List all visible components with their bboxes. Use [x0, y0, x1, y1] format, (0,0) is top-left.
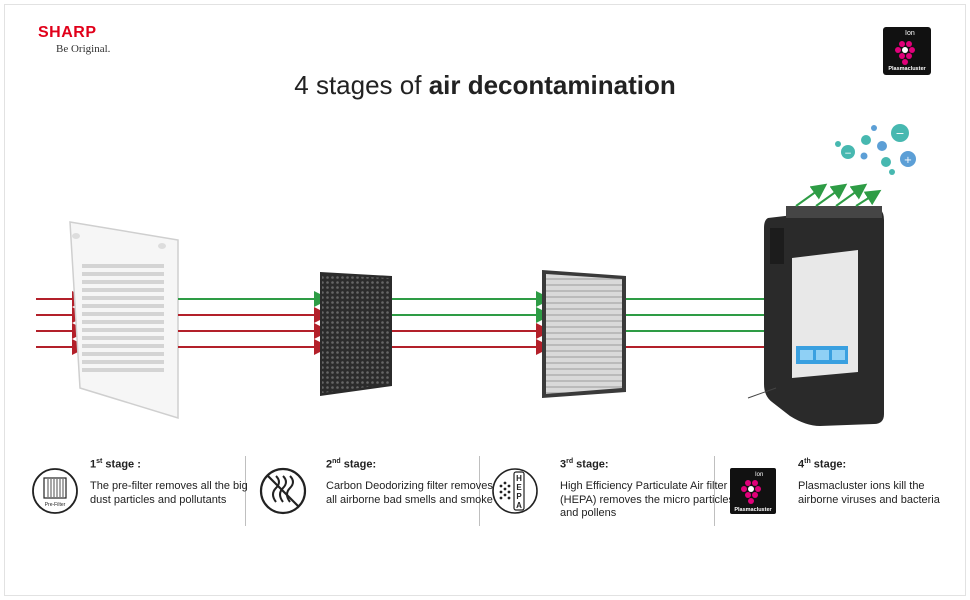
plasmacluster-icon: Ion Plasmacluster [728, 466, 778, 516]
sharp-logo: SHARP [38, 24, 110, 42]
pre-filter-icon-label: Pre-Filter [45, 502, 66, 508]
stage1-arrows [178, 299, 326, 347]
stage-2-description: Carbon Deodorizing filter removes all ai… [326, 480, 496, 507]
clean-air-arrows [796, 186, 878, 206]
stage-3-description: High Efficiency Particulate Air filter (… [560, 480, 740, 521]
title-light: 4 stages of [294, 70, 428, 100]
stage-2-suffix: nd [332, 458, 341, 465]
stage-1-description: The pre-filter removes all the big dust … [90, 480, 260, 507]
stage-4-description: Plasmacluster ions kill the airborne vir… [798, 480, 943, 507]
hepa-letter: H [516, 474, 522, 483]
hepa-letter: E [516, 483, 522, 492]
hepa-letter: P [516, 492, 522, 501]
svg-text:−: − [895, 127, 904, 140]
no-odor-icon [258, 466, 308, 516]
hepa-filter-panel [542, 270, 626, 398]
stage-1-title: 1st stage : [90, 458, 141, 471]
hepa-icon: H E P A [490, 466, 540, 516]
brand: SHARP Be Original. [38, 24, 110, 55]
pre-filter-icon: Pre-Filter [30, 466, 80, 516]
stage-3-word: stage: [573, 459, 608, 471]
hepa-letter: A [516, 501, 522, 510]
plasmacluster-badge: Ion Plasmacluster [883, 27, 931, 75]
pre-filter-panel [70, 222, 178, 418]
carbon-filter-panel [320, 272, 392, 396]
air-purifier-unit [748, 206, 884, 426]
title-bold: air decontamination [429, 70, 676, 100]
brand-tagline: Be Original. [56, 43, 110, 55]
stage-4-word: stage: [811, 459, 846, 471]
svg-text:+: + [904, 155, 912, 166]
stage-4-suffix: th [804, 458, 811, 465]
stage3-arrows [626, 299, 780, 347]
stage-2-word: stage: [341, 459, 376, 471]
filtration-diagram: − + − [0, 110, 970, 440]
stage-2-title: 2nd stage: [326, 458, 376, 471]
stage-1-word: stage : [102, 459, 141, 471]
plasmacluster-icon-label: Plasmacluster [734, 507, 772, 513]
plasmacluster-icon-top: Ion [755, 472, 763, 478]
stage2-arrows [392, 299, 548, 347]
stages-row: Pre-Filter 1st stage : The pre-filter re… [20, 456, 950, 528]
stage-4-title: 4th stage: [798, 458, 846, 471]
ion-bubbles: − + − [835, 124, 916, 175]
svg-text:−: − [844, 149, 852, 159]
page-title: 4 stages of air decontamination [0, 70, 970, 101]
stage-3-title: 3rd stage: [560, 458, 609, 471]
